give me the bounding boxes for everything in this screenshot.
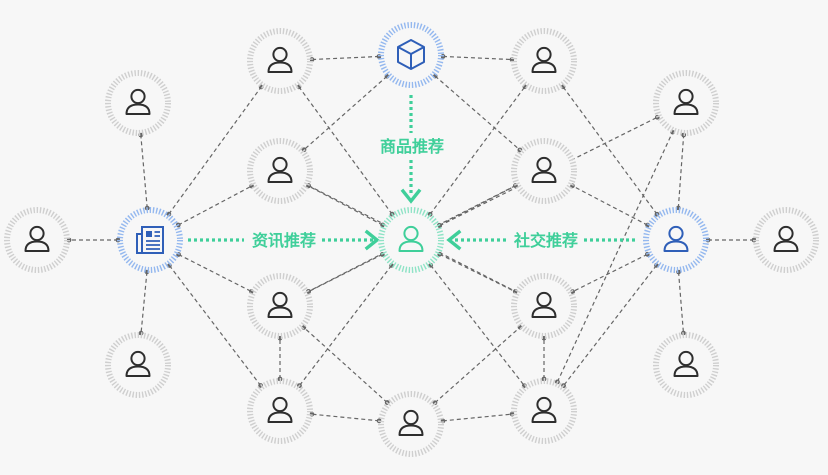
edge-social-hub-user-8 bbox=[675, 132, 687, 211]
edge-product-hub-user-5 bbox=[301, 73, 390, 153]
node-user-12 bbox=[653, 332, 719, 398]
node-user-13 bbox=[105, 332, 171, 398]
edge-news-hub-user-10 bbox=[166, 263, 264, 388]
node-user-7 bbox=[247, 273, 313, 339]
product-recommend-arrowhead bbox=[400, 188, 422, 204]
edge-news-hub-user-13 bbox=[138, 269, 150, 336]
edge-social-hub-user-2 bbox=[560, 84, 660, 217]
edge-target-user-user-9 bbox=[437, 251, 518, 295]
social-recommend-arrowhead bbox=[446, 229, 462, 251]
edge-product-hub-user-6 bbox=[432, 73, 523, 153]
node-product-hub bbox=[378, 22, 444, 88]
node-user-10 bbox=[247, 378, 313, 444]
news-recommend-label: 资讯推荐 bbox=[252, 231, 316, 250]
edge-user-14-user-11 bbox=[440, 411, 515, 424]
edge-news-hub-user-5 bbox=[175, 183, 255, 228]
edge-news-hub-user-1 bbox=[166, 84, 264, 217]
node-target-user bbox=[378, 207, 444, 273]
node-user-6 bbox=[511, 138, 577, 204]
edge-news-hub-user-4 bbox=[66, 237, 121, 243]
node-user-15 bbox=[753, 207, 819, 273]
node-news-hub bbox=[117, 207, 183, 273]
node-user-4 bbox=[4, 207, 70, 273]
edge-social-hub-user-6 bbox=[569, 183, 651, 228]
edge-target-user-user-10 bbox=[297, 263, 394, 388]
edge-product-hub-user-2 bbox=[440, 54, 515, 62]
edge-product-hub-user-1 bbox=[309, 54, 382, 62]
edge-user-11-user-9 bbox=[541, 335, 547, 382]
node-social-hub bbox=[643, 207, 709, 273]
edge-user-10-user-7 bbox=[277, 335, 283, 382]
arrows-layer: 商品推荐 资讯推荐 社交推荐 bbox=[188, 95, 638, 251]
edge-news-hub-user-7 bbox=[176, 252, 254, 294]
nodes-layer bbox=[4, 22, 819, 457]
node-user-8 bbox=[653, 70, 719, 136]
edge-target-user-user-11 bbox=[428, 262, 527, 389]
edge-social-hub-user-9 bbox=[570, 251, 650, 295]
node-user-5 bbox=[247, 138, 313, 204]
node-user-1 bbox=[247, 28, 313, 94]
edge-social-hub-user-12 bbox=[676, 269, 686, 336]
edge-social-hub-user-15 bbox=[705, 237, 757, 243]
node-user-2 bbox=[511, 28, 577, 94]
node-user-3 bbox=[105, 70, 171, 136]
edge-user-14-user-10 bbox=[309, 411, 382, 424]
edge-social-hub-user-11 bbox=[561, 262, 659, 389]
social-recommend-label: 社交推荐 bbox=[513, 231, 578, 250]
product-recommend-label: 商品推荐 bbox=[380, 137, 444, 156]
news-recommend-arrowhead bbox=[364, 229, 380, 251]
node-user-9 bbox=[511, 273, 577, 339]
edge-news-hub-user-3 bbox=[138, 132, 150, 211]
edge-user-14-user-7 bbox=[301, 325, 390, 405]
node-user-11 bbox=[511, 378, 577, 444]
node-user-14 bbox=[378, 391, 444, 457]
